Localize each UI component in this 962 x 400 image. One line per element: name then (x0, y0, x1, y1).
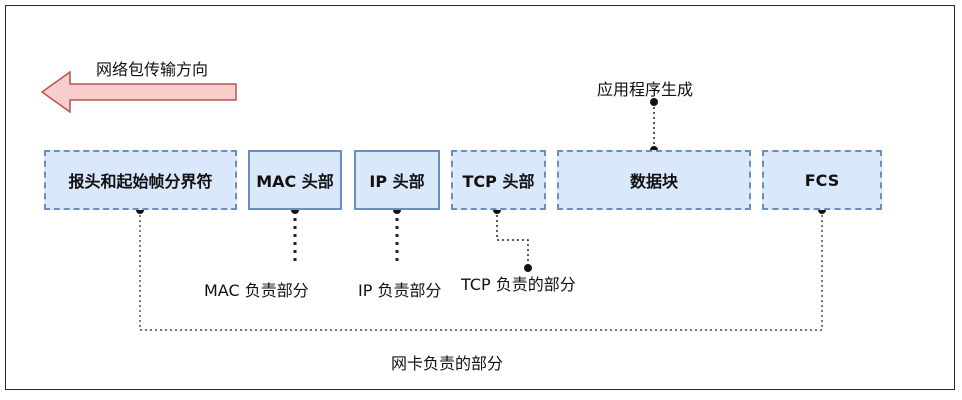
tcp-dot-bottom (524, 264, 532, 272)
box-ip-label: IP 头部 (369, 172, 425, 191)
box-tcp: TCP 头部 (451, 150, 546, 210)
ip-resp-label: IP 负责部分 (358, 281, 442, 300)
box-fcs: FCS (762, 150, 882, 210)
direction-label: 网络包传输方向 (96, 60, 209, 79)
nic-bracket (139, 210, 823, 331)
box-mac-label: MAC 头部 (256, 172, 334, 191)
tcp-connector (496, 210, 529, 268)
tcp-resp-label: TCP 负责的部分 (461, 275, 576, 294)
box-preamble: 报头和起始帧分界符 (44, 150, 237, 210)
direction-arrow (40, 70, 237, 114)
app-dot-top (650, 98, 658, 106)
box-mac: MAC 头部 (248, 150, 342, 210)
box-ip: IP 头部 (354, 150, 440, 210)
box-fcs-label: FCS (804, 170, 840, 190)
nic-resp-label: 网卡负责的部分 (391, 354, 504, 373)
box-data-label: 数据块 (629, 172, 678, 191)
box-data: 数据块 (557, 150, 751, 210)
app-label: 应用程序生成 (597, 80, 694, 99)
box-preamble-label: 报头和起始帧分界符 (68, 172, 213, 191)
mac-resp-label: MAC 负责部分 (204, 281, 309, 300)
box-tcp-label: TCP 头部 (462, 172, 535, 191)
